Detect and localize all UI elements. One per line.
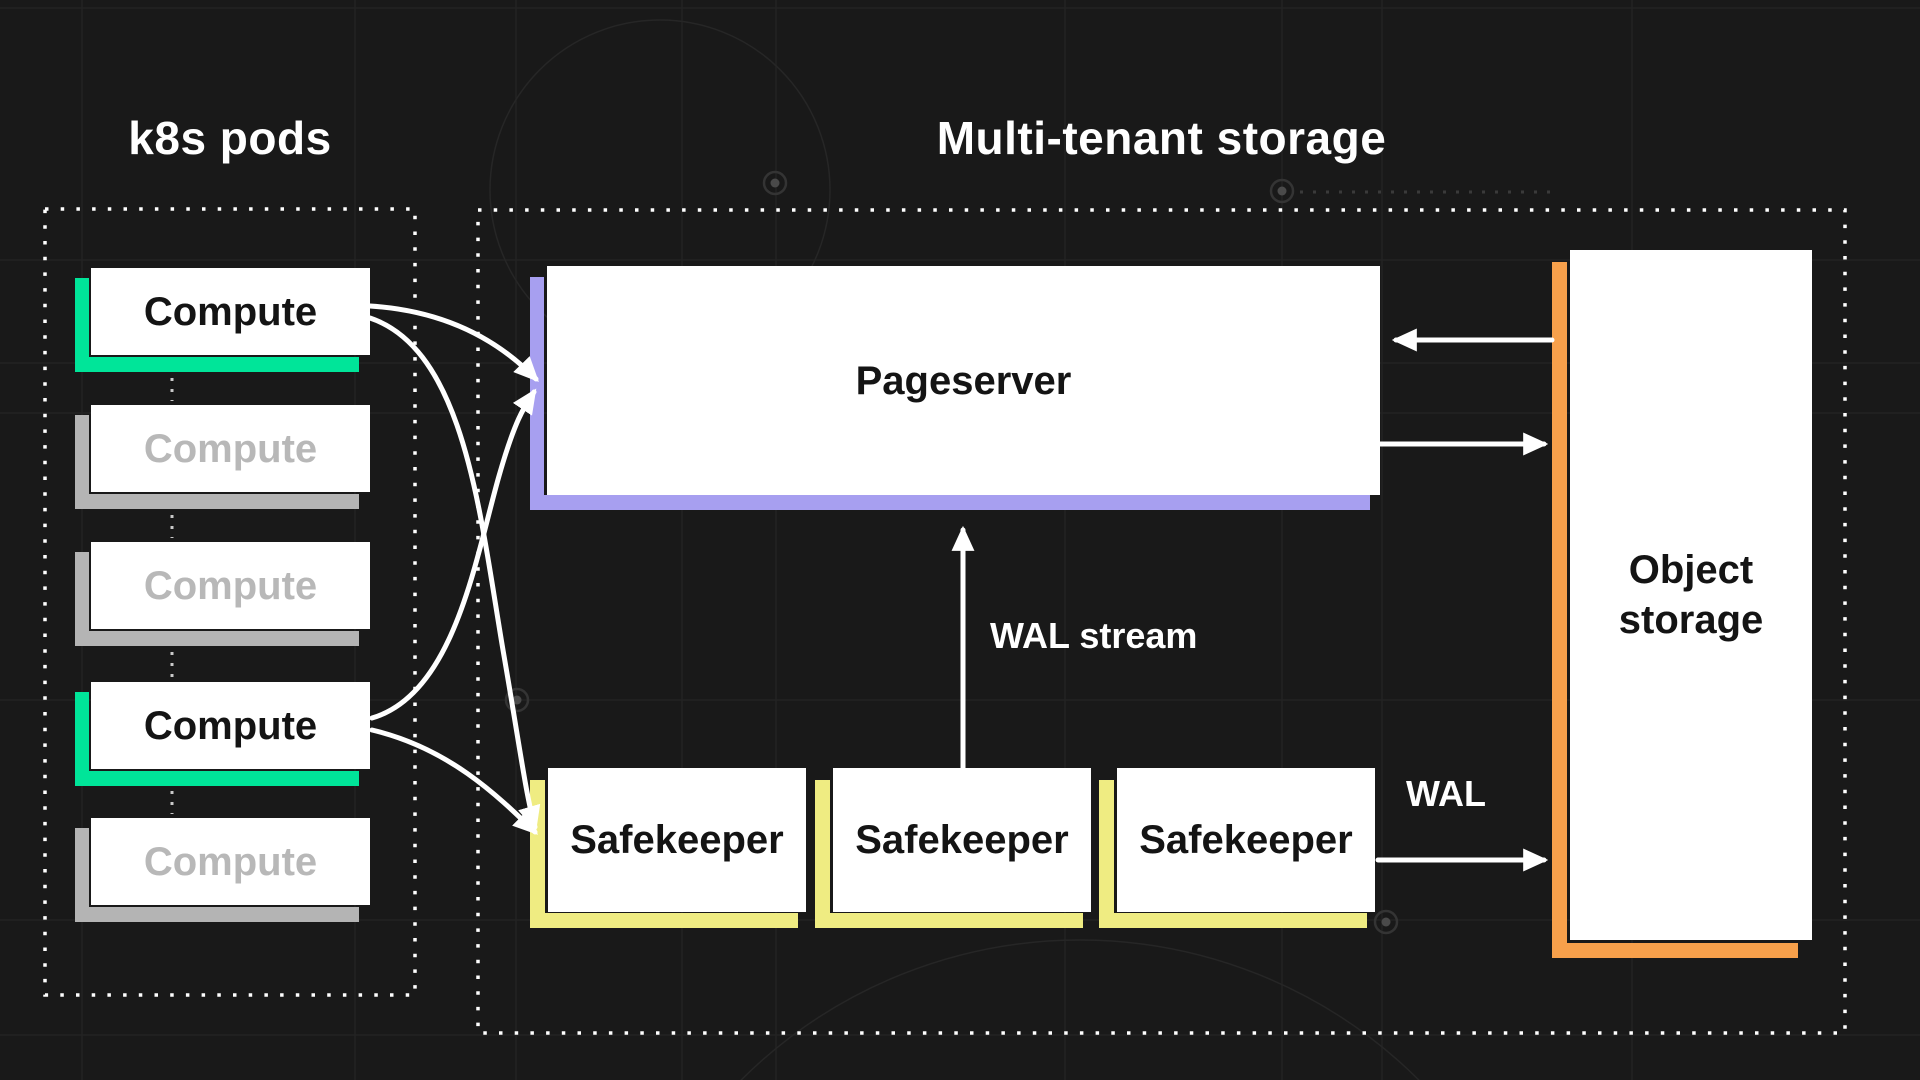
compute-label: Compute: [143, 703, 318, 748]
safekeeper-box: Safekeeper: [833, 768, 1091, 912]
pageserver: Pageserver: [530, 266, 1380, 512]
pageserver-box: Pageserver: [547, 266, 1380, 495]
storage-dashed-border: [476, 208, 1847, 1035]
safekeeper-label: Safekeeper: [570, 818, 784, 862]
compute-label: Compute: [143, 563, 318, 608]
safekeeper-label: Safekeeper: [855, 818, 1069, 862]
compute-accent: [75, 494, 359, 509]
safekeeper-accent: [1099, 913, 1367, 928]
compute-box: Compute: [91, 405, 370, 492]
compute-pod-1: Compute: [75, 268, 370, 372]
safekeeper-accent: [530, 780, 545, 928]
safekeeper-1: Safekeeper: [530, 768, 806, 929]
compute-accent: [75, 552, 89, 646]
compute-pod-4: Compute: [75, 682, 370, 786]
object-storage-accent: [1552, 262, 1567, 958]
safekeeper-accent: [530, 913, 798, 928]
safekeeper-box: Safekeeper: [548, 768, 806, 912]
compute-accent: [75, 278, 89, 372]
object-storage: Object storage: [1552, 250, 1812, 958]
compute-box: Compute: [91, 818, 370, 905]
compute-label: Compute: [143, 289, 318, 334]
k8s-pods-title: k8s pods: [128, 112, 332, 164]
compute-pod-3: Compute: [75, 542, 370, 646]
compute-box: Compute: [91, 682, 370, 769]
object-storage-accent: [1552, 943, 1798, 958]
compute-accent: [75, 415, 89, 509]
multi-tenant-storage-title: Multi-tenant storage: [936, 112, 1387, 164]
compute-pod-5: Compute: [75, 818, 370, 922]
pageserver-label: Pageserver: [855, 358, 1072, 403]
compute-accent: [75, 631, 359, 646]
safekeeper-2: Safekeeper: [815, 768, 1091, 929]
compute-accent: [75, 692, 89, 786]
compute-pod-2: Compute: [75, 405, 370, 509]
safekeeper-accent: [1099, 780, 1114, 928]
pageserver-accent: [530, 495, 1370, 510]
safekeeper-accent: [815, 913, 1083, 928]
compute-label: Compute: [143, 839, 318, 884]
object-storage-box: Object storage: [1570, 250, 1812, 940]
compute-label: Compute: [143, 426, 318, 471]
safekeeper-label: Safekeeper: [1139, 818, 1353, 862]
compute-accent: [75, 907, 359, 922]
wal-label: WAL: [1406, 773, 1486, 814]
compute-box: Compute: [91, 542, 370, 629]
safekeeper-3: Safekeeper: [1099, 768, 1375, 929]
safekeeper-accent: [815, 780, 830, 928]
compute-accent: [75, 771, 359, 786]
wal-stream-label: WAL stream: [990, 615, 1198, 656]
object-storage-label: Object storage: [1618, 548, 1764, 642]
compute-accent: [75, 828, 89, 922]
pageserver-accent: [530, 277, 544, 510]
safekeeper-box: Safekeeper: [1117, 768, 1375, 912]
compute-box: Compute: [91, 268, 370, 355]
compute-accent: [75, 357, 359, 372]
